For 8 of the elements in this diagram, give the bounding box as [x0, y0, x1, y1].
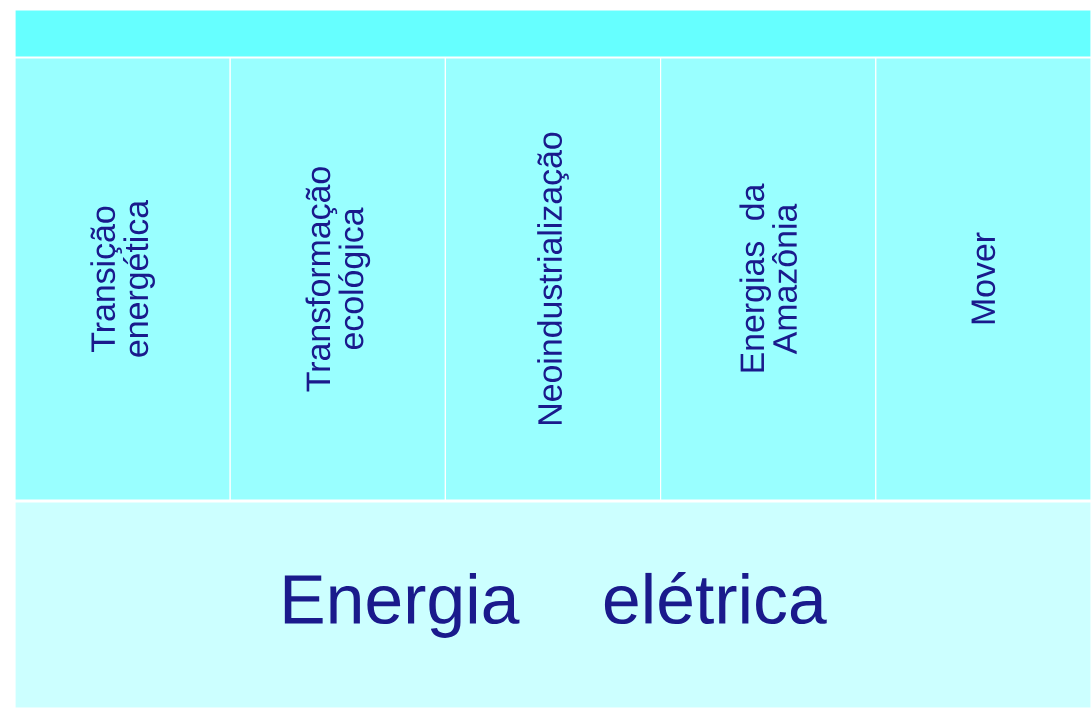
- column-box: Neoindustrialização: [444, 57, 662, 501]
- column-box: Energias da Amazônia: [660, 57, 877, 501]
- header-band: [14, 9, 1091, 58]
- base-band: Energia elétrica: [14, 501, 1091, 709]
- node-label: Energia elétrica: [284, 572, 827, 638]
- column-box: Mover: [875, 57, 1091, 501]
- column-box: Transição energética: [14, 57, 231, 501]
- column-box: Transformação ecológica: [229, 57, 446, 501]
